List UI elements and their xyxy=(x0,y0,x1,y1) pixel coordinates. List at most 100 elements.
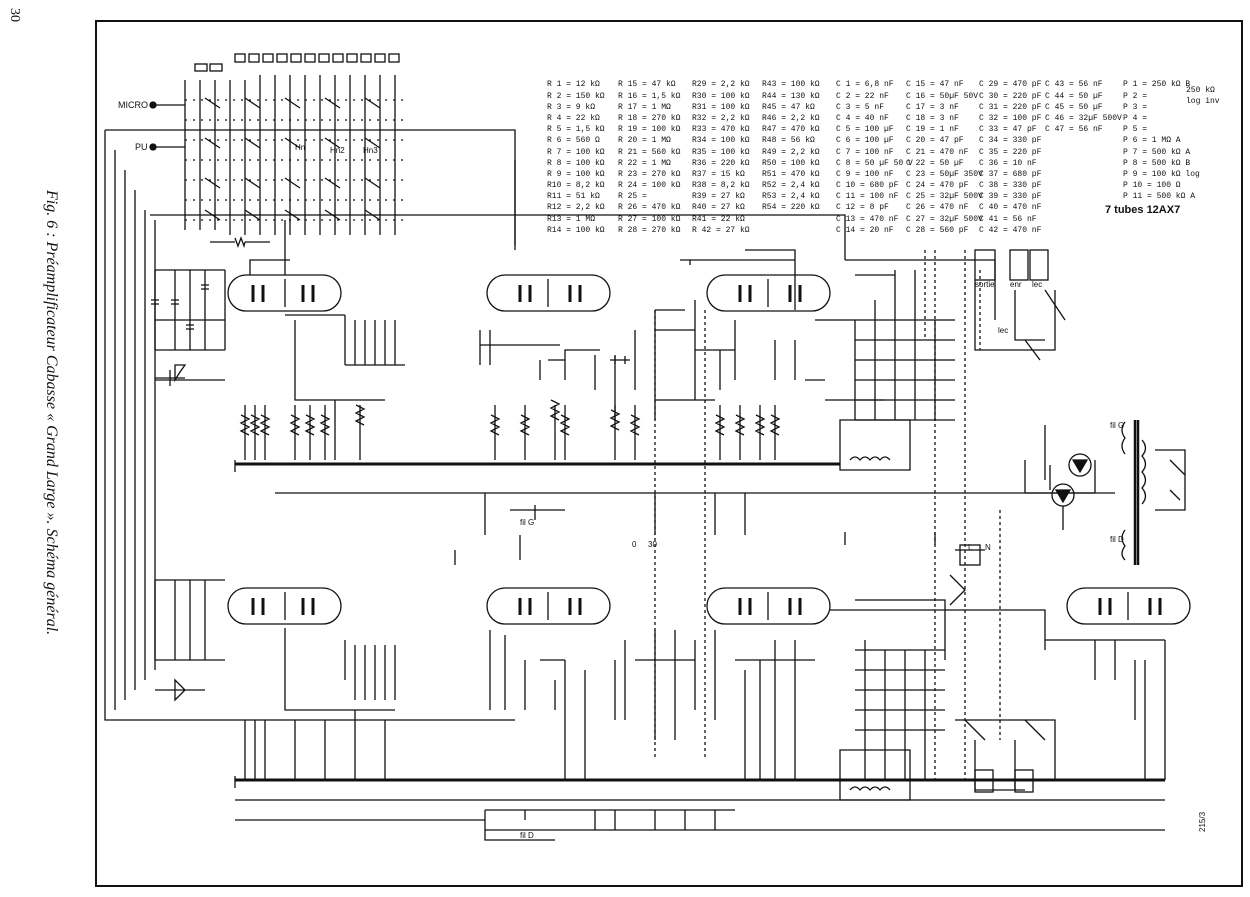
legend-item: R 1 = 12 kΩ xyxy=(547,80,600,90)
switch-l-label: L xyxy=(968,543,973,552)
legend-item: P 11 = 500 kΩ A xyxy=(1123,192,1196,202)
legend-item: R 2 = 150 kΩ xyxy=(547,91,605,101)
legend-item: R30 = 100 kΩ xyxy=(692,91,750,101)
legend-item: R53 = 2,4 kΩ xyxy=(762,192,820,202)
legend-item: C 14 = 20 nF xyxy=(836,225,894,235)
legend-item: C 47 = 56 nF xyxy=(1045,125,1103,135)
reference-label: 215/3 xyxy=(1198,811,1207,832)
legend-item: R 42 = 27 kΩ xyxy=(692,225,750,235)
legend-item: C 29 = 470 pF xyxy=(979,80,1042,90)
legend-item: R 21 = 560 kΩ xyxy=(618,147,681,157)
heater-label-g-lower: fil G xyxy=(520,518,534,527)
legend-item: R36 = 220 kΩ xyxy=(692,158,750,168)
schematic-labels: MICRO PU Hn Hn2 Hn3 sortie enr lec fil G… xyxy=(118,100,1207,840)
legend-item: C 31 = 220 pF xyxy=(979,102,1042,112)
marker-0: 0 xyxy=(632,540,637,549)
legend-item: R44 = 130 kΩ xyxy=(762,91,820,101)
legend-item: P 4 = xyxy=(1123,113,1148,123)
legend-item: P 5 = xyxy=(1123,125,1148,135)
legend-item: R 22 = 1 MΩ xyxy=(618,158,671,168)
lec-label: lec xyxy=(998,326,1008,335)
legend-item: C 38 = 330 pF xyxy=(979,181,1042,191)
legend-item: C 45 = 50 µF xyxy=(1045,102,1103,112)
switch-n-label: N xyxy=(985,543,991,552)
legend-item: C 35 = 220 pF xyxy=(979,147,1042,157)
legend-item: C 42 = 470 nF xyxy=(979,225,1042,235)
switch-label-hn: Hn xyxy=(295,143,305,152)
output-jack-enr xyxy=(1009,249,1029,281)
output-jack-sortie xyxy=(974,249,996,281)
legend-item: R 3 = 9 kΩ xyxy=(547,102,596,112)
legend-item: R 8 = 100 kΩ xyxy=(547,158,605,168)
legend-item: R38 = 8,2 kΩ xyxy=(692,181,750,191)
legend-item: C 21 = 470 nF xyxy=(906,147,969,157)
legend-item: R 25 = xyxy=(618,192,647,202)
pot-group-note: 250 kΩ log inv xyxy=(1186,86,1220,107)
schematic-drawing: MICRO PU Hn Hn2 Hn3 sortie enr lec fil G… xyxy=(104,53,1207,841)
legend-item: C 3 = 5 nF xyxy=(836,102,885,112)
legend-item: R12 = 2,2 kΩ xyxy=(547,203,605,213)
legend-item: C 22 = 50 µF xyxy=(906,158,964,168)
coil-lower xyxy=(849,786,891,792)
legend-item: R34 = 100 kΩ xyxy=(692,136,750,146)
legend-item: R49 = 2,2 kΩ xyxy=(762,147,820,157)
legend-item: C 12 = 8 pF xyxy=(836,203,889,213)
legend-item: R 26 = 470 kΩ xyxy=(618,203,681,213)
legend-item: C 23 = 50µF 350V xyxy=(906,169,983,179)
legend-item: R37 = 15 kΩ xyxy=(692,169,745,179)
switch-label-hn3: Hn3 xyxy=(363,146,378,155)
heater-label-g: fil G xyxy=(1110,421,1124,430)
legend-item: C 46 = 32µF 500V xyxy=(1045,113,1122,123)
legend-item: R 5 = 1,5 kΩ xyxy=(547,125,605,135)
legend-item: C 40 = 470 nF xyxy=(979,203,1042,213)
tube-count-note: 7 tubes 12AX7 xyxy=(1105,204,1181,216)
legend-item: R35 = 100 kΩ xyxy=(692,147,750,157)
legend-item: R32 = 2,2 kΩ xyxy=(692,113,750,123)
legend-item: R29 = 2,2 kΩ xyxy=(692,80,750,90)
legend-item: R 6 = 560 Ω xyxy=(547,136,600,146)
legend-item: R 17 = 1 MΩ xyxy=(618,102,671,112)
lower-jack-left xyxy=(974,769,994,793)
legend-item: R 28 = 270 kΩ xyxy=(618,225,681,235)
legend-item: R48 = 56 kΩ xyxy=(762,136,815,146)
legend-item: C 1 = 6,8 nF xyxy=(836,80,894,90)
marker-30: 30 xyxy=(648,540,657,549)
legend-item: R 20 = 1 MΩ xyxy=(618,136,671,146)
pu-label: PU xyxy=(135,142,148,152)
legend-item: R 23 = 270 kΩ xyxy=(618,169,681,179)
legend-item: C 44 = 50 µF xyxy=(1045,91,1103,101)
legend-item: C 6 = 100 µF xyxy=(836,136,894,146)
legend-item: C 8 = 50 µF 50 V xyxy=(836,158,913,168)
legend-item: C 25 = 32µF 500V xyxy=(906,192,983,202)
legend-item: R13 = 1 MΩ xyxy=(547,214,596,224)
legend-item: C 28 = 560 pF xyxy=(906,225,969,235)
legend-item: R54 = 220 kΩ xyxy=(762,203,820,213)
schematic-frame xyxy=(95,20,1243,887)
legend-item: R 4 = 22 kΩ xyxy=(547,113,600,123)
coil-upper xyxy=(849,456,891,462)
legend-item: P 1 = 250 kΩ B xyxy=(1123,80,1191,90)
legend-item: C 27 = 32µF 500V xyxy=(906,214,983,224)
legend-item: R 27 = 100 kΩ xyxy=(618,214,681,224)
legend-item: C 34 = 330 pF xyxy=(979,136,1042,146)
legend-item: R45 = 47 kΩ xyxy=(762,102,815,112)
legend-item: R39 = 27 kΩ xyxy=(692,192,745,202)
legend-item: R31 = 100 kΩ xyxy=(692,102,750,112)
pu-jack xyxy=(149,143,157,151)
legend-item: P 9 = 100 kΩ log xyxy=(1123,169,1200,179)
legend-item: R 7 = 100 kΩ xyxy=(547,147,605,157)
legend-item: C 24 = 470 pF xyxy=(906,181,969,191)
legend-item: R33 = 470 kΩ xyxy=(692,125,750,135)
legend-item: C 9 = 100 nF xyxy=(836,169,894,179)
legend-item: C 43 = 56 nF xyxy=(1045,80,1103,90)
legend-item: C 41 = 56 nF xyxy=(979,214,1037,224)
legend-item: C 26 = 470 nF xyxy=(906,203,969,213)
micro-label: MICRO xyxy=(118,100,148,110)
power-supply xyxy=(955,420,1186,566)
micro-jack xyxy=(149,101,157,109)
